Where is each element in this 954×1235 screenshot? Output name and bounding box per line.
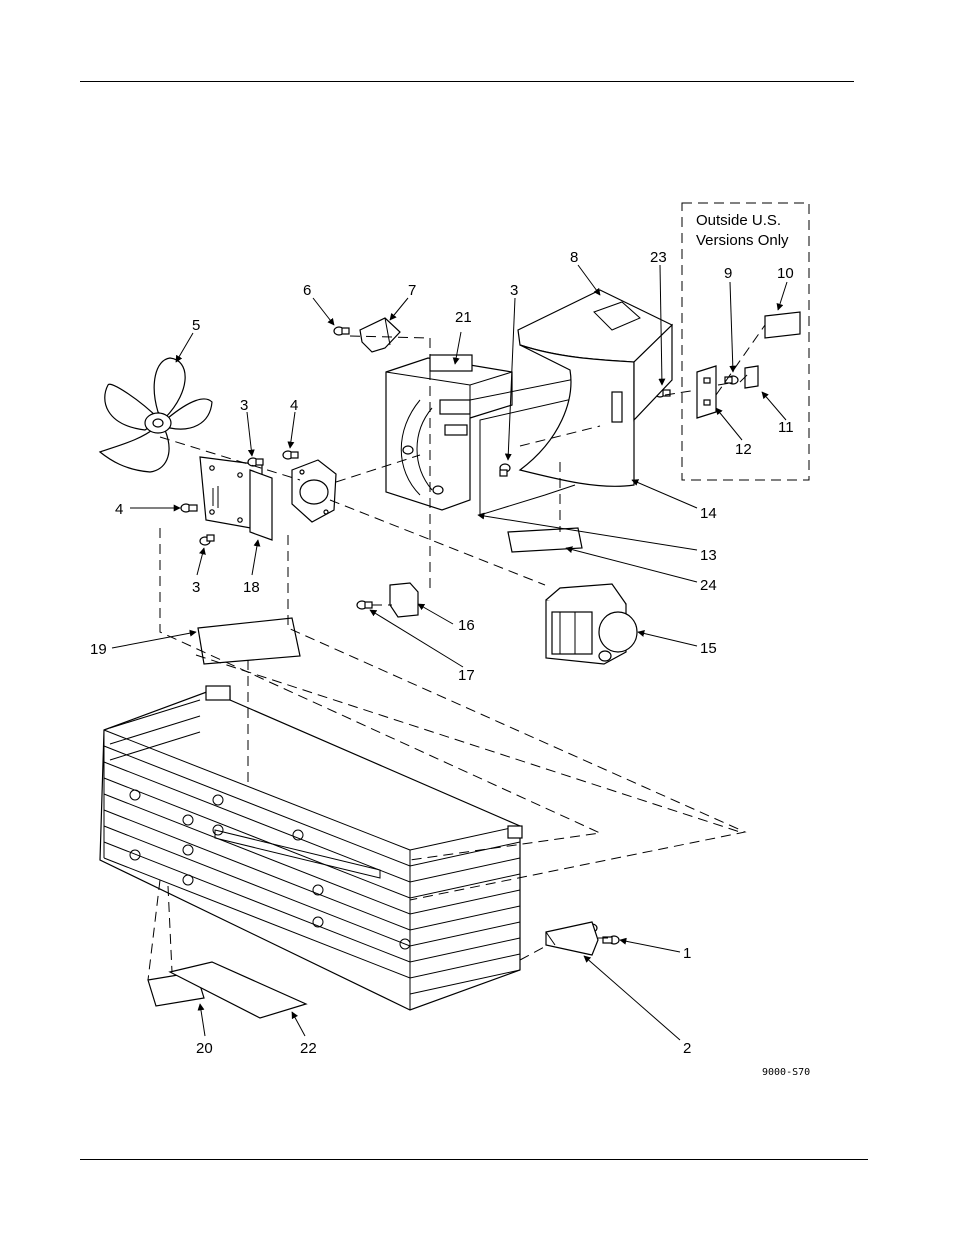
callout-23: 23	[650, 249, 667, 266]
callout-22: 22	[300, 1040, 317, 1057]
outside-us-inset: Outside U.S. Versions Only	[681, 202, 810, 481]
bottom-rule	[80, 1159, 868, 1160]
callout-2: 2	[683, 1040, 691, 1057]
callout-21: 21	[455, 309, 472, 326]
small-bracket	[389, 582, 419, 618]
alignment-lines	[147, 324, 766, 981]
callout-14: 14	[700, 505, 717, 522]
fan-blade	[98, 357, 213, 473]
callout-17: 17	[458, 667, 475, 684]
callout-24: 24	[700, 577, 717, 594]
callout-4-top: 4	[290, 397, 298, 414]
callout-7: 7	[408, 282, 416, 299]
callout-11: 11	[778, 419, 794, 436]
motor-bracket	[199, 456, 273, 541]
callout-3-top: 3	[240, 397, 248, 414]
callout-10: 10	[777, 265, 794, 282]
screws	[180, 326, 739, 945]
callout-12: 12	[735, 441, 752, 458]
callout-18: 18	[243, 579, 260, 596]
outside-us-parts	[696, 311, 801, 419]
mount-bracket	[545, 921, 599, 956]
callout-5: 5	[192, 317, 200, 334]
duct-cover	[517, 289, 674, 487]
callout-19: 19	[90, 641, 107, 658]
callout-16: 16	[458, 617, 475, 634]
fan-shroud	[385, 354, 513, 511]
drawing-code: 9000-S70	[762, 1067, 810, 1078]
callout-3-bottom: 3	[192, 579, 200, 596]
clip-part	[359, 317, 401, 353]
callout-numbers: 5 3 4 4 3 18 6 7 21 3 8 23 9 10 11 12 14…	[90, 249, 794, 1057]
callout-15: 15	[700, 640, 717, 657]
gasket-plate	[291, 459, 337, 523]
callout-leaders	[111, 264, 788, 1041]
callout-4-left: 4	[115, 501, 123, 518]
inset-title-line2: Versions Only	[696, 232, 789, 249]
callout-1: 1	[683, 945, 691, 962]
evaporator-grill	[99, 685, 523, 1011]
inset-title-line1: Outside U.S.	[696, 212, 781, 229]
callout-3-right: 3	[510, 282, 518, 299]
callout-6: 6	[303, 282, 311, 299]
callout-8: 8	[570, 249, 578, 266]
label-plates	[147, 527, 583, 1019]
callout-20: 20	[196, 1040, 213, 1057]
callout-13: 13	[700, 547, 717, 564]
top-rule	[80, 81, 854, 82]
fan-motor	[545, 583, 638, 665]
callout-9: 9	[724, 265, 732, 282]
